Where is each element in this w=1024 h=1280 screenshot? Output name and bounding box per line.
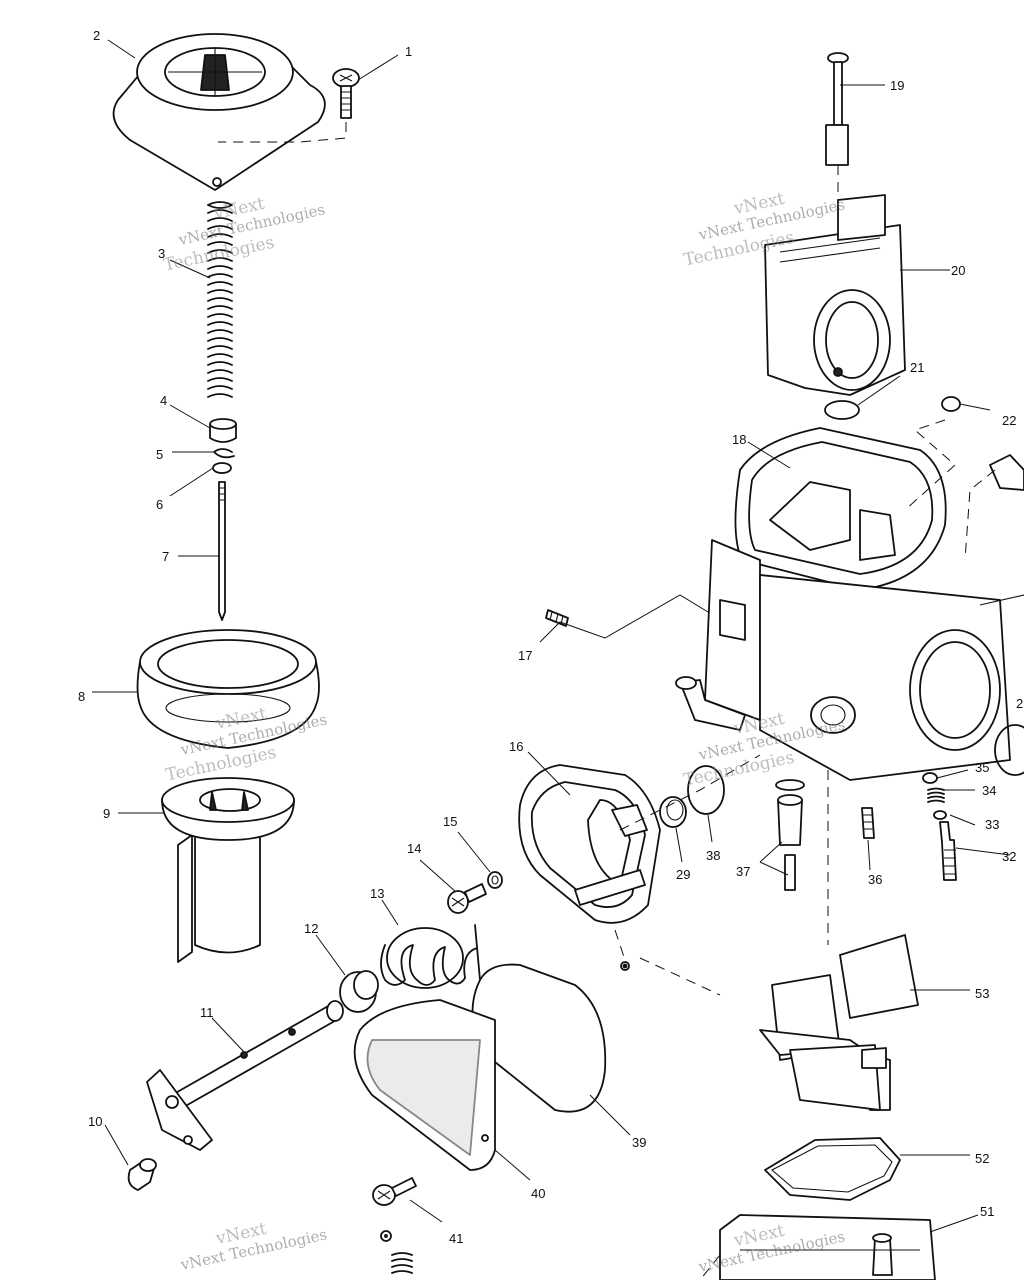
label-9: 9	[103, 806, 110, 821]
label-34: 34	[982, 783, 996, 798]
part-1-screw	[218, 68, 360, 143]
part-bottom-spring	[380, 1230, 413, 1274]
alignment-line-2	[639, 957, 721, 996]
label-14: 14	[407, 841, 421, 856]
label-7: 7	[162, 549, 169, 564]
part-20-bracket	[764, 194, 906, 396]
label-35: 35	[975, 760, 989, 775]
leader-lines	[92, 39, 1011, 1233]
part-33-washer	[933, 810, 947, 820]
part-numbers: 2 1 3 4 5 6 7 8 9 10 11 12 13 14 15 16 1…	[78, 28, 1023, 1246]
label-3: 3	[158, 246, 165, 261]
label-11: 11	[200, 1005, 214, 1020]
label-2b: 2	[1016, 696, 1023, 711]
label-10: 10	[88, 1114, 102, 1129]
part-8-diaphragm	[136, 629, 320, 749]
label-40: 40	[531, 1186, 545, 1201]
label-20: 20	[951, 263, 965, 278]
part-3-spring	[207, 201, 233, 398]
label-1: 1	[405, 44, 412, 59]
part-29-ring	[659, 796, 687, 828]
part-15-washer	[487, 871, 503, 889]
label-51: 51	[980, 1204, 994, 1219]
part-10-plug	[127, 1158, 157, 1191]
label-52: 52	[975, 1151, 989, 1166]
part-13-return-spring	[380, 924, 481, 989]
label-36: 36	[868, 872, 882, 887]
label-15: 15	[443, 814, 457, 829]
part-32-pilot-screw	[939, 821, 957, 881]
part-12-bushing	[339, 970, 379, 1013]
part-22-plug	[941, 396, 961, 412]
label-5: 5	[156, 447, 163, 462]
part-6-washer	[212, 462, 232, 474]
label-12: 12	[304, 921, 318, 936]
part-21-o-ring	[824, 400, 860, 420]
part-35-ring	[922, 772, 938, 784]
label-22: 22	[1002, 413, 1016, 428]
label-29: 29	[676, 867, 690, 882]
label-21: 21	[910, 360, 924, 375]
label-6: 6	[156, 497, 163, 512]
part-9-throttle-slide	[161, 777, 295, 963]
watermark-5: vNext vNext Technologies	[178, 1219, 328, 1274]
part-51-float-bowl	[719, 1214, 936, 1280]
part-34-spring	[927, 787, 945, 803]
label-13: 13	[370, 886, 384, 901]
part-7-jet-needle	[218, 481, 226, 621]
label-16: 16	[509, 739, 523, 754]
alignment-line-1	[619, 754, 761, 831]
label-4: 4	[160, 393, 167, 408]
alignment-line-5	[699, 1254, 721, 1280]
part-38-o-ring	[687, 765, 725, 815]
part-18-carburetor-body	[675, 427, 1024, 781]
part-52-gasket	[764, 1137, 901, 1201]
label-41: 41	[449, 1231, 463, 1246]
label-8: 8	[78, 689, 85, 704]
watermark-1: vNext vNext Technologies Technologies	[162, 194, 327, 276]
part-5-clip	[213, 448, 235, 459]
part-36-jet	[861, 807, 875, 839]
part-37-valve	[775, 779, 805, 891]
part-41-screw	[372, 1177, 417, 1206]
label-53: 53	[975, 986, 989, 1001]
part-11-throttle-shaft	[146, 1000, 344, 1151]
part-53-float	[759, 934, 919, 1111]
label-18: 18	[732, 432, 746, 447]
label-2: 2	[93, 28, 100, 43]
label-39: 39	[632, 1135, 646, 1150]
label-33: 33	[985, 817, 999, 832]
part-16-top-housing	[518, 764, 661, 971]
part-4-retainer	[209, 418, 237, 443]
part-40-float-bowl-cover	[353, 999, 496, 1171]
label-19: 19	[890, 78, 904, 93]
label-38: 38	[706, 848, 720, 863]
part-19-pin	[825, 52, 849, 166]
label-17: 17	[518, 648, 532, 663]
part-14-screw	[447, 883, 487, 914]
label-32: 32	[1002, 849, 1016, 864]
part-2-top-cap	[112, 33, 326, 191]
label-37: 37	[736, 864, 750, 879]
